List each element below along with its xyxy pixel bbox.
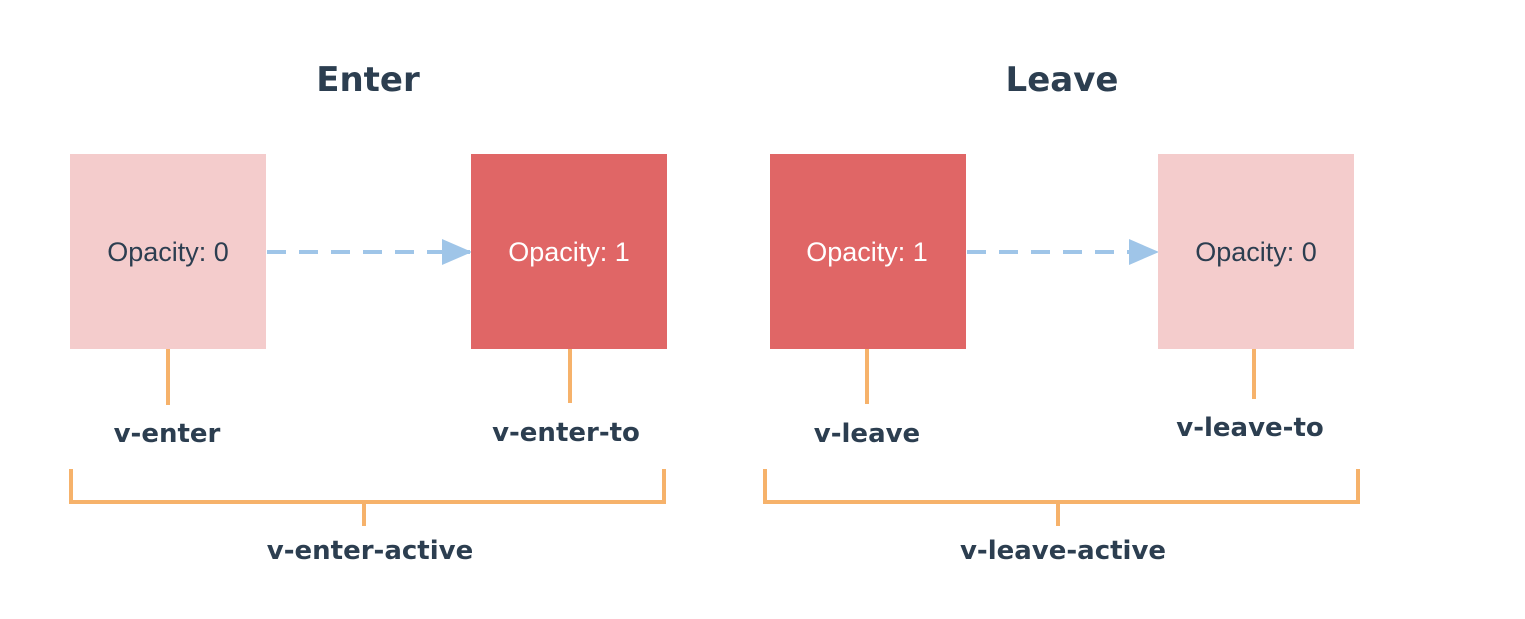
leave-to-label: v-leave-to <box>1176 413 1324 443</box>
enter-active-label: v-enter-active <box>267 536 473 566</box>
leave-active-label: v-leave-active <box>960 536 1166 566</box>
leave-to-box-rect <box>1158 154 1354 349</box>
leave-active-bracket <box>763 469 1360 526</box>
enter-section: Enter Opacity: 0 Opacity: 1 v-enter v-en… <box>69 60 667 566</box>
enter-to-box-text: Opacity: 1 <box>508 237 630 267</box>
enter-to-label: v-enter-to <box>492 418 640 448</box>
leave-from-label: v-leave <box>814 419 920 449</box>
leave-from-box-text: Opacity: 1 <box>806 237 928 267</box>
leave-title: Leave <box>1006 60 1119 100</box>
leave-to-box-text: Opacity: 0 <box>1195 237 1317 267</box>
enter-from-box: Opacity: 0 <box>70 154 266 349</box>
enter-from-box-text: Opacity: 0 <box>107 237 229 267</box>
enter-active-bracket <box>69 469 666 526</box>
leave-from-box: Opacity: 1 <box>770 154 966 349</box>
enter-from-label: v-enter <box>114 419 221 449</box>
enter-to-box-rect <box>471 154 667 349</box>
leave-from-box-rect <box>770 154 966 349</box>
leave-to-box: Opacity: 0 <box>1158 154 1354 349</box>
enter-to-box: Opacity: 1 <box>471 154 667 349</box>
enter-from-box-rect <box>70 154 266 349</box>
leave-section: Leave Opacity: 1 Opacity: 0 v-leave v-le… <box>763 60 1360 566</box>
enter-title: Enter <box>316 60 420 100</box>
